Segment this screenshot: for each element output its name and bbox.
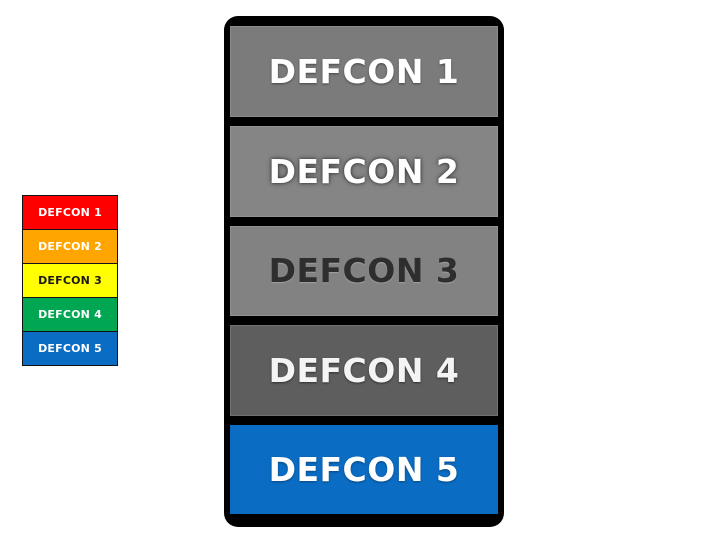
defcon-level-1-label: DEFCON 1	[268, 51, 460, 91]
defcon-level-5-label: DEFCON 5	[268, 450, 460, 490]
legend-item-defcon-4: DEFCON 4	[23, 298, 117, 331]
legend-item-defcon-2: DEFCON 2	[23, 230, 117, 263]
defcon-level-3-button[interactable]: DEFCON 3	[230, 225, 498, 317]
defcon-level-4-button[interactable]: DEFCON 4	[230, 325, 498, 417]
legend-item-defcon-3: DEFCON 3	[23, 264, 117, 297]
defcon-level-4-label: DEFCON 4	[268, 351, 460, 391]
defcon-status-panel: DEFCON 1 DEFCON 2 DEFCON 3 DEFCON 4 DEFC…	[224, 16, 504, 527]
defcon-level-2-button[interactable]: DEFCON 2	[230, 125, 498, 217]
defcon-level-1-button[interactable]: DEFCON 1	[230, 26, 498, 117]
legend-item-defcon-5: DEFCON 5	[23, 332, 117, 365]
legend-item-defcon-1: DEFCON 1	[23, 196, 117, 229]
defcon-level-3-label: DEFCON 3	[268, 251, 460, 291]
defcon-color-legend: DEFCON 1 DEFCON 2 DEFCON 3 DEFCON 4 DEFC…	[22, 195, 118, 366]
defcon-level-2-label: DEFCON 2	[268, 151, 460, 191]
defcon-level-5-button[interactable]: DEFCON 5	[230, 425, 498, 514]
